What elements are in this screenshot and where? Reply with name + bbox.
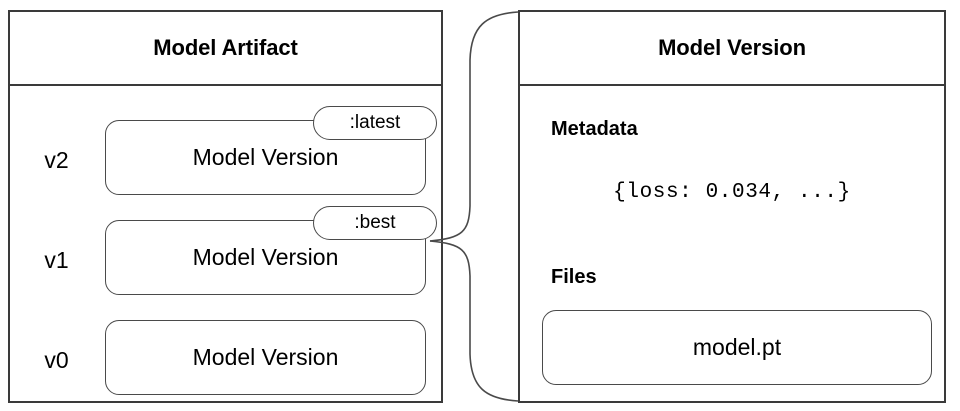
connector-brace-upper (429, 11, 519, 242)
tag-badge-latest-label: :latest (349, 112, 401, 133)
model-version-title: Model Version (658, 35, 806, 60)
version-row-v2: v2 Model Version :latest (10, 106, 441, 210)
tag-badge-best[interactable]: :best (313, 206, 437, 240)
metadata-section-heading: Metadata (551, 118, 638, 140)
file-item-label: model.pt (692, 334, 782, 360)
model-artifact-panel: Model Artifact v2 Model Version :latest … (8, 10, 443, 403)
version-label-v2: v2 (44, 146, 69, 173)
version-row-v1: v1 Model Version :best (10, 206, 441, 310)
model-version-box-label-v0: Model Version (192, 344, 339, 370)
metadata-value: {loss: 0.034, ...} (613, 181, 851, 204)
connector-brace-lower (429, 240, 519, 402)
file-item-model-pt[interactable]: model.pt (542, 310, 932, 385)
model-artifact-title: Model Artifact (153, 35, 298, 60)
files-section-heading: Files (551, 266, 597, 288)
model-artifact-body: v2 Model Version :latest v1 Model Versio… (10, 86, 441, 401)
model-version-box-label-v1: Model Version (192, 244, 339, 270)
model-version-body: Metadata {loss: 0.034, ...} Files model.… (520, 86, 944, 401)
version-label-v0: v0 (44, 346, 69, 373)
model-version-box-label-v2: Model Version (192, 144, 339, 170)
tag-badge-best-label: :best (354, 212, 396, 233)
version-label-v1: v1 (44, 246, 69, 273)
model-version-box-v1[interactable]: Model Version (105, 220, 426, 295)
tag-badge-latest[interactable]: :latest (313, 106, 437, 140)
version-row-v0: v0 Model Version (10, 310, 441, 410)
model-artifact-header: Model Artifact (10, 12, 441, 86)
model-version-panel: Model Version Metadata {loss: 0.034, ...… (518, 10, 946, 403)
model-version-header: Model Version (520, 12, 944, 86)
model-version-box-v0[interactable]: Model Version (105, 320, 426, 395)
